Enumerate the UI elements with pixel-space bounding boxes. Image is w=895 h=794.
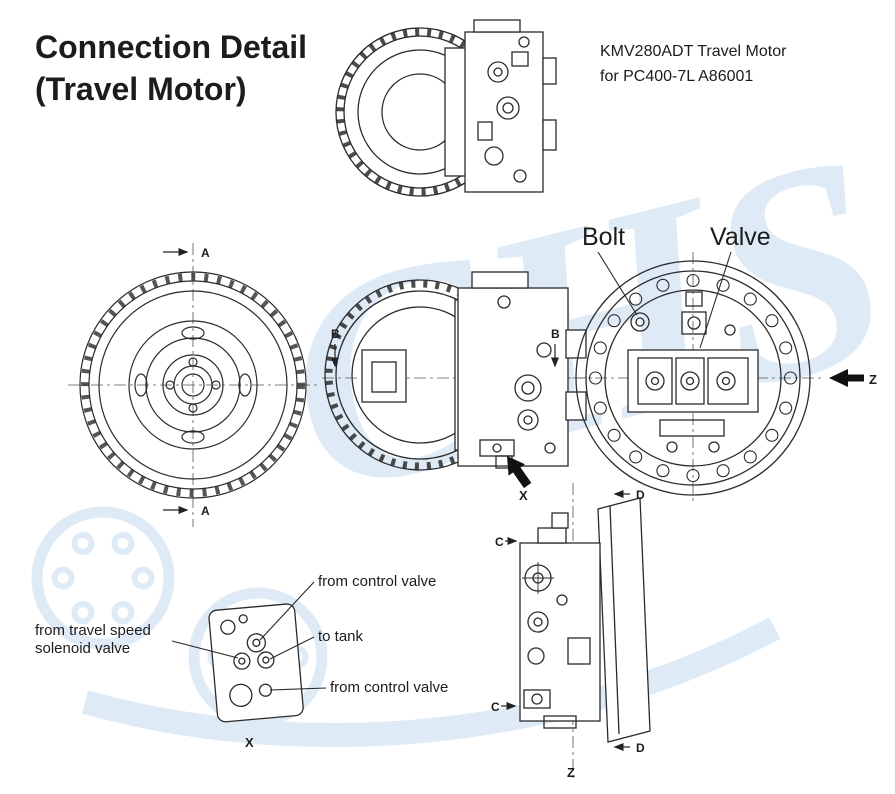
view-x-label: X — [245, 735, 254, 750]
view-x-arrow: X — [507, 456, 532, 503]
section-a-label-top: A — [201, 246, 210, 260]
port-leader-lines — [171, 581, 327, 691]
view-z-arrow-label: Z — [869, 372, 877, 387]
right-end-view — [575, 260, 811, 496]
label-solenoid-line1: from travel speed — [35, 622, 151, 639]
bolt-detail — [630, 312, 650, 332]
label-from-control-valve-top: from control valve — [318, 573, 436, 590]
page-title-line2: (Travel Motor) — [35, 71, 247, 107]
watermark-swoosh — [81, 617, 781, 748]
bolt-hole-ring — [588, 273, 798, 483]
section-a-markers: A A — [163, 246, 210, 518]
section-d-label-top: D — [636, 488, 645, 502]
section-c-markers: C C — [491, 535, 518, 714]
model-subtitle-line2: for PC400-7L A86001 — [600, 68, 753, 85]
bolt-callout-label: Bolt — [582, 223, 625, 251]
top-motor-view — [335, 19, 557, 197]
valve-callout-label: Valve — [710, 223, 771, 251]
model-subtitle-line1: KMV280ADT Travel Motor — [600, 43, 787, 60]
port-to-tank — [257, 651, 275, 669]
center-motor-view — [324, 271, 587, 471]
watermark-flange-left — [31, 506, 175, 650]
section-d-label-bottom: D — [636, 741, 645, 755]
view-x-arrow-label: X — [519, 488, 528, 503]
view-z-arrow: Z — [829, 369, 877, 387]
section-a-label-bottom: A — [201, 504, 210, 518]
section-c-label-top: C — [495, 535, 504, 549]
valve-detail — [681, 291, 707, 335]
page-title-line1: Connection Detail — [35, 29, 307, 65]
bottom-side-view — [519, 497, 651, 743]
section-b-label-right: B — [551, 327, 560, 341]
label-solenoid-line2: solenoid valve — [35, 640, 130, 657]
port-plate-view — [208, 603, 304, 723]
view-z-label: Z — [567, 765, 575, 780]
port-from-control-valve-top — [246, 633, 266, 653]
section-b-markers: B B — [331, 327, 560, 368]
label-to-tank: to tank — [318, 628, 364, 645]
left-wheel-view — [79, 271, 307, 499]
valve-leader-line — [699, 251, 732, 349]
section-d-markers: D D — [613, 488, 645, 755]
label-from-control-valve-bottom: from control valve — [330, 679, 448, 696]
section-c-label-bottom: C — [491, 700, 500, 714]
section-b-label-left: B — [331, 327, 340, 341]
port-solenoid — [233, 652, 251, 670]
bolt-leader-line — [597, 251, 638, 316]
